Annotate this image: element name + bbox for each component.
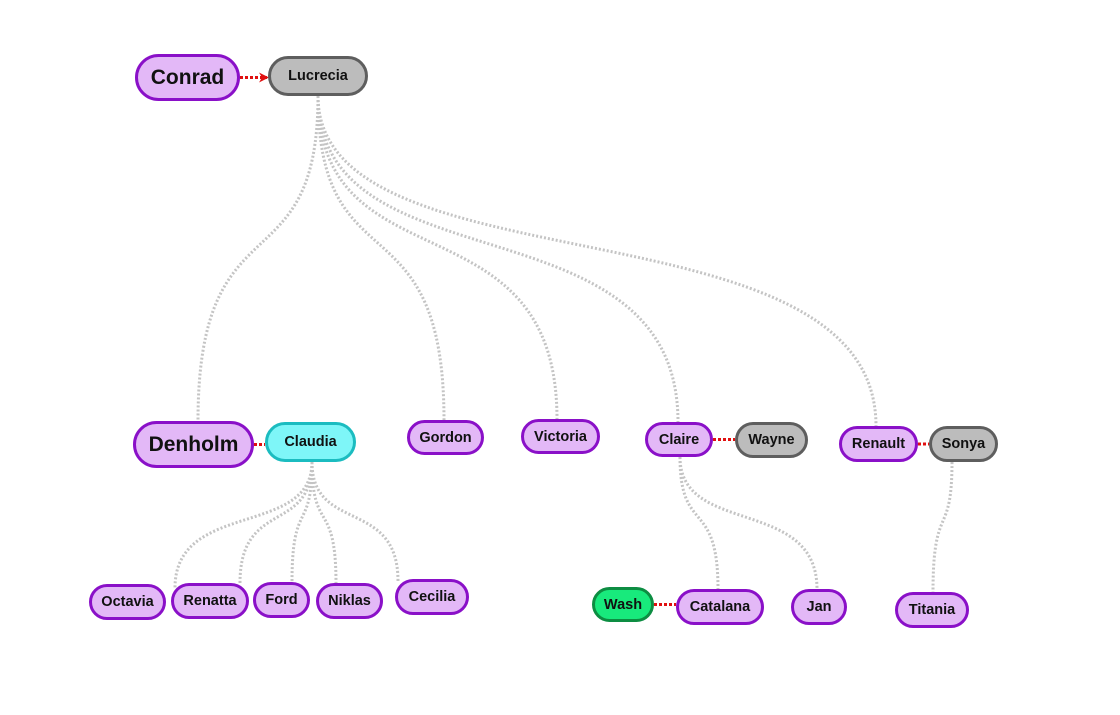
child-link-lucrecia-claire [316,95,680,423]
node-titania[interactable]: Titania [895,592,969,628]
child-link-claire-catalana [678,456,720,590]
node-denholm[interactable]: Denholm [133,421,254,468]
child-link-lucrecia-gordon [316,95,446,421]
node-sonya[interactable]: Sonya [929,426,998,462]
node-claudia[interactable]: Claudia [265,422,356,462]
child-link-claudia-renatta [238,461,314,584]
child-link-sonya-titania [931,461,954,593]
node-renault[interactable]: Renault [839,426,918,462]
node-catalana[interactable]: Catalana [676,589,764,625]
child-link-claudia-niklas [310,461,338,584]
node-conrad[interactable]: Conrad [135,54,240,101]
child-link-lucrecia-renault [316,95,878,427]
node-victoria[interactable]: Victoria [521,419,600,454]
node-jan[interactable]: Jan [791,589,847,625]
node-lucrecia[interactable]: Lucrecia [268,56,368,96]
node-niklas[interactable]: Niklas [316,583,383,619]
node-claire[interactable]: Claire [645,422,713,457]
child-link-claudia-ford [290,461,314,583]
node-ford[interactable]: Ford [253,582,310,618]
node-gordon[interactable]: Gordon [407,420,484,455]
child-link-lucrecia-denholm [196,95,320,422]
node-octavia[interactable]: Octavia [89,584,166,620]
child-link-lucrecia-victoria [316,95,559,420]
child-link-claire-jan [678,456,819,590]
node-wayne[interactable]: Wayne [735,422,808,458]
node-wash[interactable]: Wash [592,587,654,622]
child-link-claudia-octavia [173,461,314,589]
node-renatta[interactable]: Renatta [171,583,249,619]
node-cecilia[interactable]: Cecilia [395,579,469,615]
